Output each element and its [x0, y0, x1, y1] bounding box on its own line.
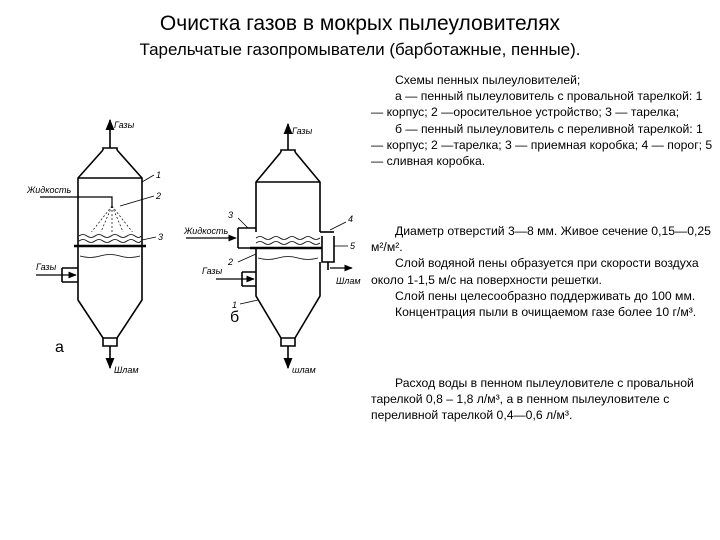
sludge-label-a: Шлам	[114, 365, 139, 375]
caption-block: Схемы пенных пылеуловителей; а — пенный …	[371, 72, 713, 169]
gas-in-label-b: Газы	[202, 266, 223, 276]
sludge-label-b: шлам	[292, 365, 316, 375]
callout-2-b: 2	[227, 257, 233, 267]
upper-body-b	[255, 151, 321, 232]
diagram-b	[186, 122, 353, 370]
specs-line: Слой водяной пены образуется при скорост…	[371, 256, 699, 287]
callout-2-a: 2	[155, 191, 161, 201]
callout-3-b: 3	[228, 210, 233, 220]
page-subtitle: Тарельчатые газопромыватели (барботажные…	[139, 40, 581, 59]
diagram-b-letter: б	[230, 309, 239, 326]
top-nozzle-a	[102, 147, 118, 150]
water-consumption-line: Расход воды в пенном пылеуловителе с про…	[371, 376, 694, 423]
gas-out-label-b: Газы	[292, 126, 313, 136]
specs-line: Диаметр отверстий 3—8 мм. Живое сечение …	[371, 224, 711, 255]
callout-5-b: 5	[350, 241, 356, 251]
water-consumption-block: Расход воды в пенном пылеуловителе с про…	[371, 375, 713, 424]
caption-line: а — пенный пылеуловитель с провальной та…	[371, 89, 703, 120]
callout-1-b: 1	[232, 300, 237, 310]
liquid-label-b: Жидкость	[183, 226, 228, 236]
lower-body-b	[255, 248, 321, 339]
sludge-side-label-b: Шлам	[336, 276, 361, 286]
diagram-a-labels: Газы Жидкость Газы Шлам 1 2 3 а	[26, 120, 163, 375]
caption-line: б — пенный пылеуловитель с переливной та…	[371, 121, 713, 169]
specs-line: Слой пены целесообразно поддерживать до …	[395, 288, 696, 303]
liquid-label-a: Жидкость	[26, 185, 71, 195]
specs-line: Концентрация пыли в очищаемом газе более…	[395, 305, 697, 320]
gas-out-label-a: Газы	[114, 120, 135, 130]
callout-4-b: 4	[348, 214, 353, 224]
diagram-b-labels: Газы Жидкость Газы Шлам шлам 1 2 3 4 5 б	[183, 126, 361, 375]
specs-block: Диаметр отверстий 3—8 мм. Живое сечение …	[371, 223, 713, 320]
diagram-a	[36, 118, 157, 370]
callout-1-a: 1	[156, 170, 161, 180]
page-title: Очистка газов в мокрых пылеуловителях	[159, 12, 561, 35]
diagram-a-letter: а	[55, 339, 64, 356]
caption-line: Схемы пенных пылеуловителей;	[395, 73, 581, 87]
lower-body-a	[77, 258, 143, 339]
gas-in-label-a: Газы	[36, 262, 57, 272]
callout-3-a: 3	[158, 232, 163, 242]
